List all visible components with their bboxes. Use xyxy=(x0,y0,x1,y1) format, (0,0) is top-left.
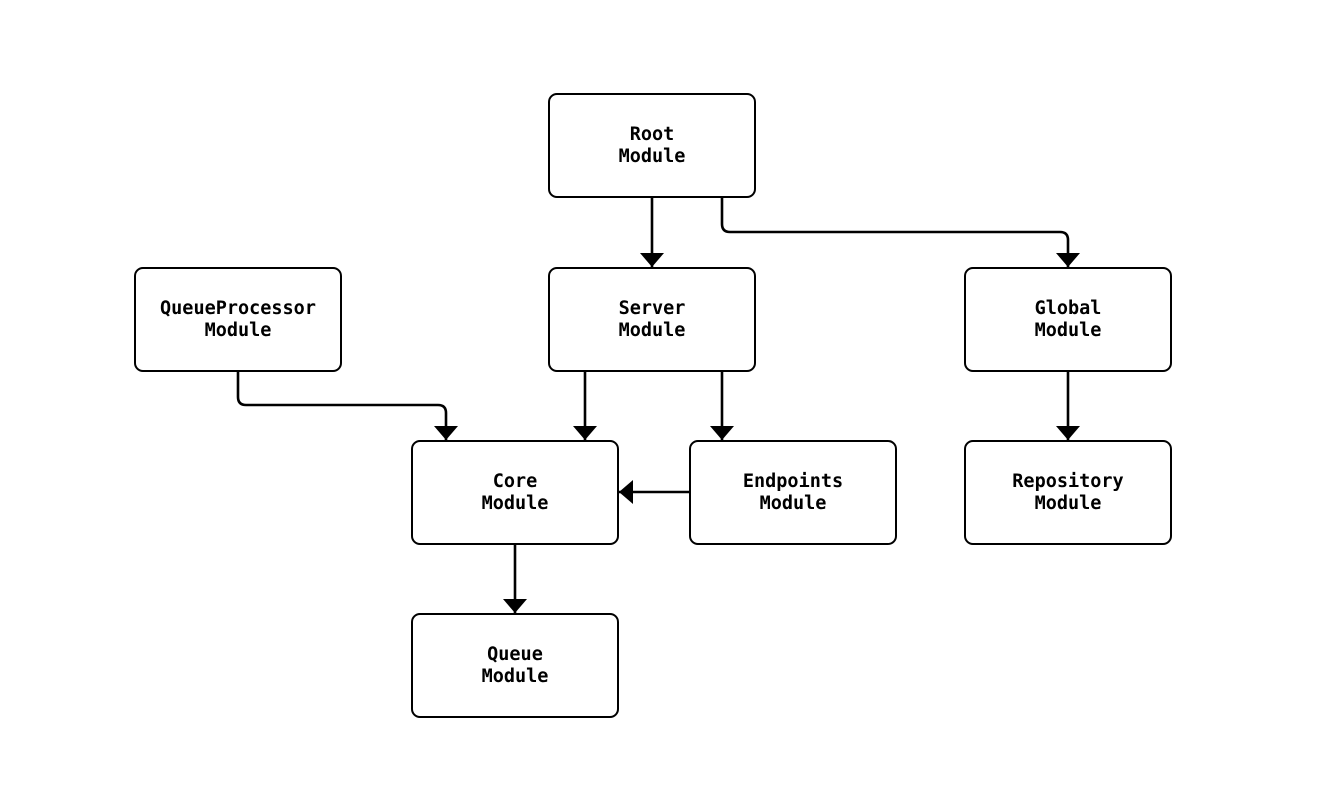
node-global-module: Global Module xyxy=(964,267,1172,372)
node-label-line2: Module xyxy=(481,665,549,687)
edge-root-to-global xyxy=(720,198,1080,267)
node-label-line1: Root xyxy=(629,123,675,145)
node-core-module: Core Module xyxy=(411,440,619,545)
node-queue-module: Queue Module xyxy=(411,613,619,718)
node-label-line1: Server xyxy=(618,297,686,319)
edge-queueprocessor-to-core xyxy=(236,372,458,440)
node-endpoints-module: Endpoints Module xyxy=(689,440,897,545)
node-label-line1: Endpoints xyxy=(742,470,844,492)
node-label-line2: Module xyxy=(1034,319,1102,341)
node-label-line1: QueueProcessor xyxy=(160,297,316,319)
node-label-line2: Module xyxy=(759,492,827,514)
node-queueprocessor-module: QueueProcessor Module xyxy=(134,267,342,372)
node-label-line2: Module xyxy=(204,319,272,341)
node-label-line1: Global xyxy=(1034,297,1102,319)
node-root-module: Root Module xyxy=(548,93,756,198)
node-label-line2: Module xyxy=(618,145,686,167)
node-label-line1: Repository xyxy=(1012,470,1124,492)
node-label-line2: Module xyxy=(1034,492,1102,514)
node-repository-module: Repository Module xyxy=(964,440,1172,545)
node-label-line2: Module xyxy=(481,492,549,514)
node-label-line1: Queue xyxy=(487,643,543,665)
node-server-module: Server Module xyxy=(548,267,756,372)
node-label-line1: Core xyxy=(492,470,538,492)
node-label-line2: Module xyxy=(618,319,686,341)
